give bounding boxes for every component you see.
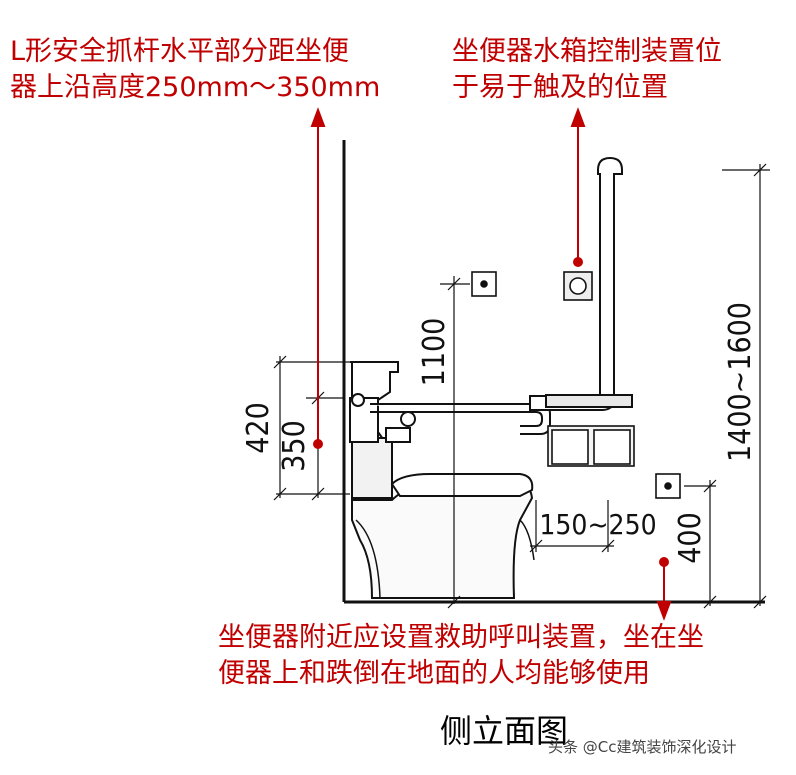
dim-400-label: 400 [673, 512, 708, 564]
note-grab-bar-height: L形安全抓杆水平部分距坐便 器上沿高度250mm～350mm [10, 34, 380, 106]
dim-150-250-label: 150~250 [539, 508, 656, 541]
red-leader-lines [310, 107, 672, 621]
flush-control-device [563, 271, 593, 301]
call-button-upper [471, 271, 497, 297]
wall-and-floor [342, 140, 765, 604]
flip-up-grab-bar [349, 393, 551, 443]
note-grab-bar-height-line2: 器上沿高度250mm～350mm [10, 72, 381, 103]
l-shaped-grab-bar [529, 156, 633, 411]
note-flush-control-line2: 于易于触及的位置 [452, 72, 668, 103]
call-button-lower [655, 473, 681, 499]
note-call-device: 坐便器附近应设置救助呼叫装置，坐在坐 便器上和跌倒在地面的人均能够使用 [218, 620, 704, 692]
note-call-device-line2: 便器上和跌倒在地面的人均能够使用 [218, 658, 650, 689]
watermark: 头条 @Cc建筑装饰深化设计 [548, 738, 737, 756]
note-grab-bar-height-line1: L形安全抓杆水平部分距坐便 [10, 36, 350, 67]
note-flush-control-line1: 坐便器水箱控制装置位 [452, 36, 722, 67]
dim-420-label: 420 [241, 402, 276, 454]
dim-1400-1600-label: 1400~1600 [723, 302, 758, 462]
drawing-caption: 侧立面图 [440, 712, 569, 750]
dim-350-label: 350 [277, 420, 312, 472]
note-flush-control: 坐便器水箱控制装置位 于易于触及的位置 [452, 34, 722, 106]
note-call-device-line1: 坐便器附近应设置救助呼叫装置，坐在坐 [218, 622, 704, 653]
dimension-lines [273, 163, 770, 609]
toilet-paper-holder [547, 425, 635, 467]
dim-1100-label: 1100 [417, 318, 452, 387]
